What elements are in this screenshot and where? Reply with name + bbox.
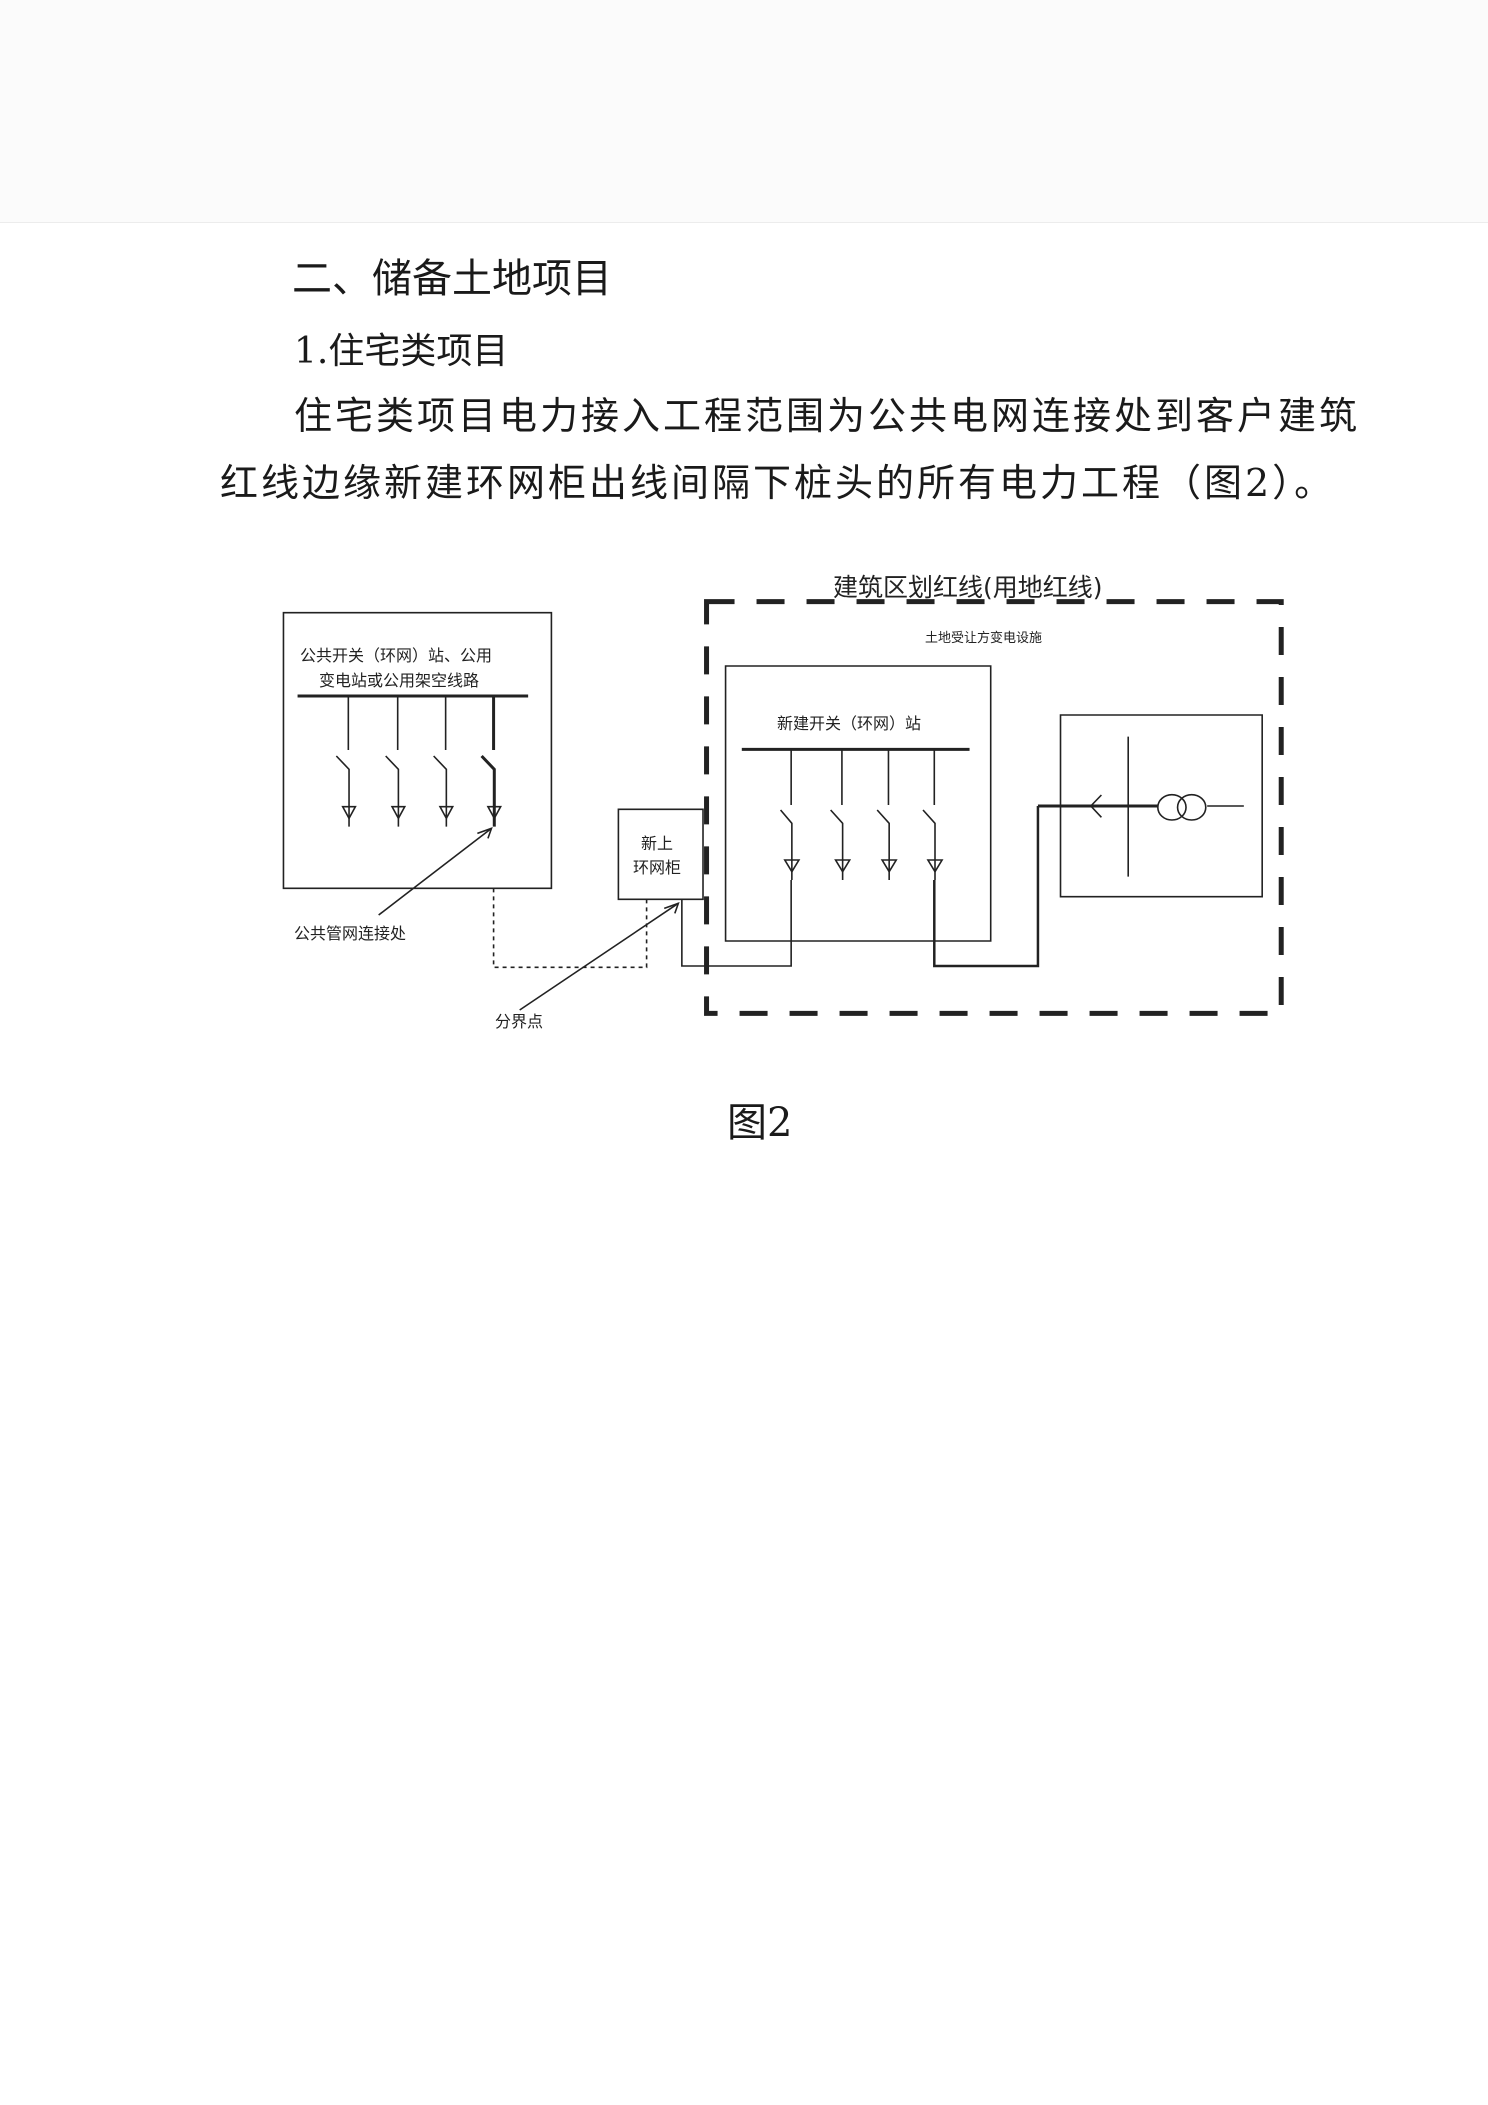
transformer-icon [1158, 795, 1186, 820]
new-station-box [726, 666, 991, 941]
new-station-feeders [781, 749, 942, 880]
new-cabinet-label-1: 新上 [641, 834, 674, 853]
figure-caption: 图2 [727, 1100, 793, 1146]
power-connection-diagram [220, 560, 1320, 1060]
public-station-label-1: 公共开关（环网）站、公用 [300, 646, 493, 665]
subheading: 1.住宅类项目 [294, 331, 509, 372]
connection-arrow [379, 828, 492, 915]
new-cabinet-label-2: 环网柜 [633, 858, 682, 877]
demarcation-arrow [520, 903, 679, 1010]
public-feeders [336, 696, 500, 827]
new-station-label: 新建开关（环网）站 [777, 714, 922, 733]
boundary-title: 建筑区划红线(用地红线) [833, 573, 1103, 602]
paragraph-line-2: 红线边缘新建环网柜出线间隔下桩头的所有电力工程（图2）。 [220, 461, 1336, 505]
public-station-label-2: 变电站或公用架空线路 [319, 671, 480, 690]
page-top-margin [0, 0, 1488, 223]
section-heading: 二、储备土地项目 [292, 256, 612, 302]
demarcation-point-label: 分界点 [495, 1012, 544, 1031]
customer-facility-label: 土地受让方变电设施 [925, 631, 1043, 646]
land-boundary-redline [707, 602, 1282, 1014]
new-ring-cabinet-box [618, 809, 703, 899]
public-station-box [283, 613, 551, 889]
public-connection-label: 公共管网连接处 [294, 924, 407, 943]
paragraph-line-1: 住宅类项目电力接入工程范围为公共电网连接处到客户建筑 [294, 394, 1361, 438]
